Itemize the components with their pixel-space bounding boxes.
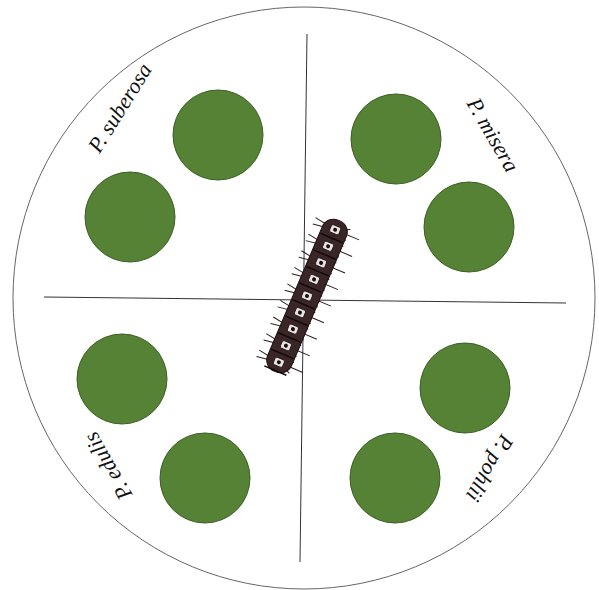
caterpillar-spot (304, 293, 309, 298)
caterpillar-spot (297, 310, 302, 315)
caterpillar-spot (294, 307, 306, 318)
caterpillar-body (263, 215, 351, 376)
caterpillar-segment (271, 349, 293, 358)
leaf-disc (173, 90, 263, 180)
caterpillar-spot (322, 241, 334, 252)
leaf-disc (424, 182, 514, 272)
caterpillar (254, 212, 363, 382)
caterpillar-spot (301, 290, 313, 301)
leaf-discs (77, 90, 514, 523)
caterpillar-segment (264, 366, 286, 375)
caterpillar-spot (333, 227, 338, 232)
caterpillar-spot (308, 274, 320, 285)
leaf-disc (420, 343, 510, 433)
caterpillar-spot (325, 244, 330, 249)
caterpillar-segment (285, 316, 307, 325)
caterpillar-segment (321, 233, 343, 242)
dish-outline (13, 7, 595, 589)
caterpillar-segment (307, 266, 329, 275)
leaf-disc (350, 433, 440, 523)
caterpillar-spot (318, 260, 323, 265)
caterpillar-segment (314, 250, 336, 259)
leaf-disc (77, 334, 167, 424)
caterpillar-spot (287, 324, 299, 335)
caterpillar-spot (273, 357, 285, 368)
caterpillar-segment (299, 283, 321, 292)
caterpillar-spot (290, 327, 295, 332)
leaf-disc (351, 94, 441, 184)
caterpillar-spot (315, 257, 327, 268)
caterpillar-spot (329, 224, 341, 235)
leaf-disc (160, 433, 250, 523)
caterpillar-segment (278, 333, 300, 342)
caterpillar-spot (280, 340, 292, 351)
caterpillar-spot (311, 277, 316, 282)
leaf-disc (85, 172, 175, 262)
caterpillar-spot (276, 360, 281, 365)
caterpillar-spot (283, 343, 288, 348)
caterpillar-segment (292, 300, 314, 309)
